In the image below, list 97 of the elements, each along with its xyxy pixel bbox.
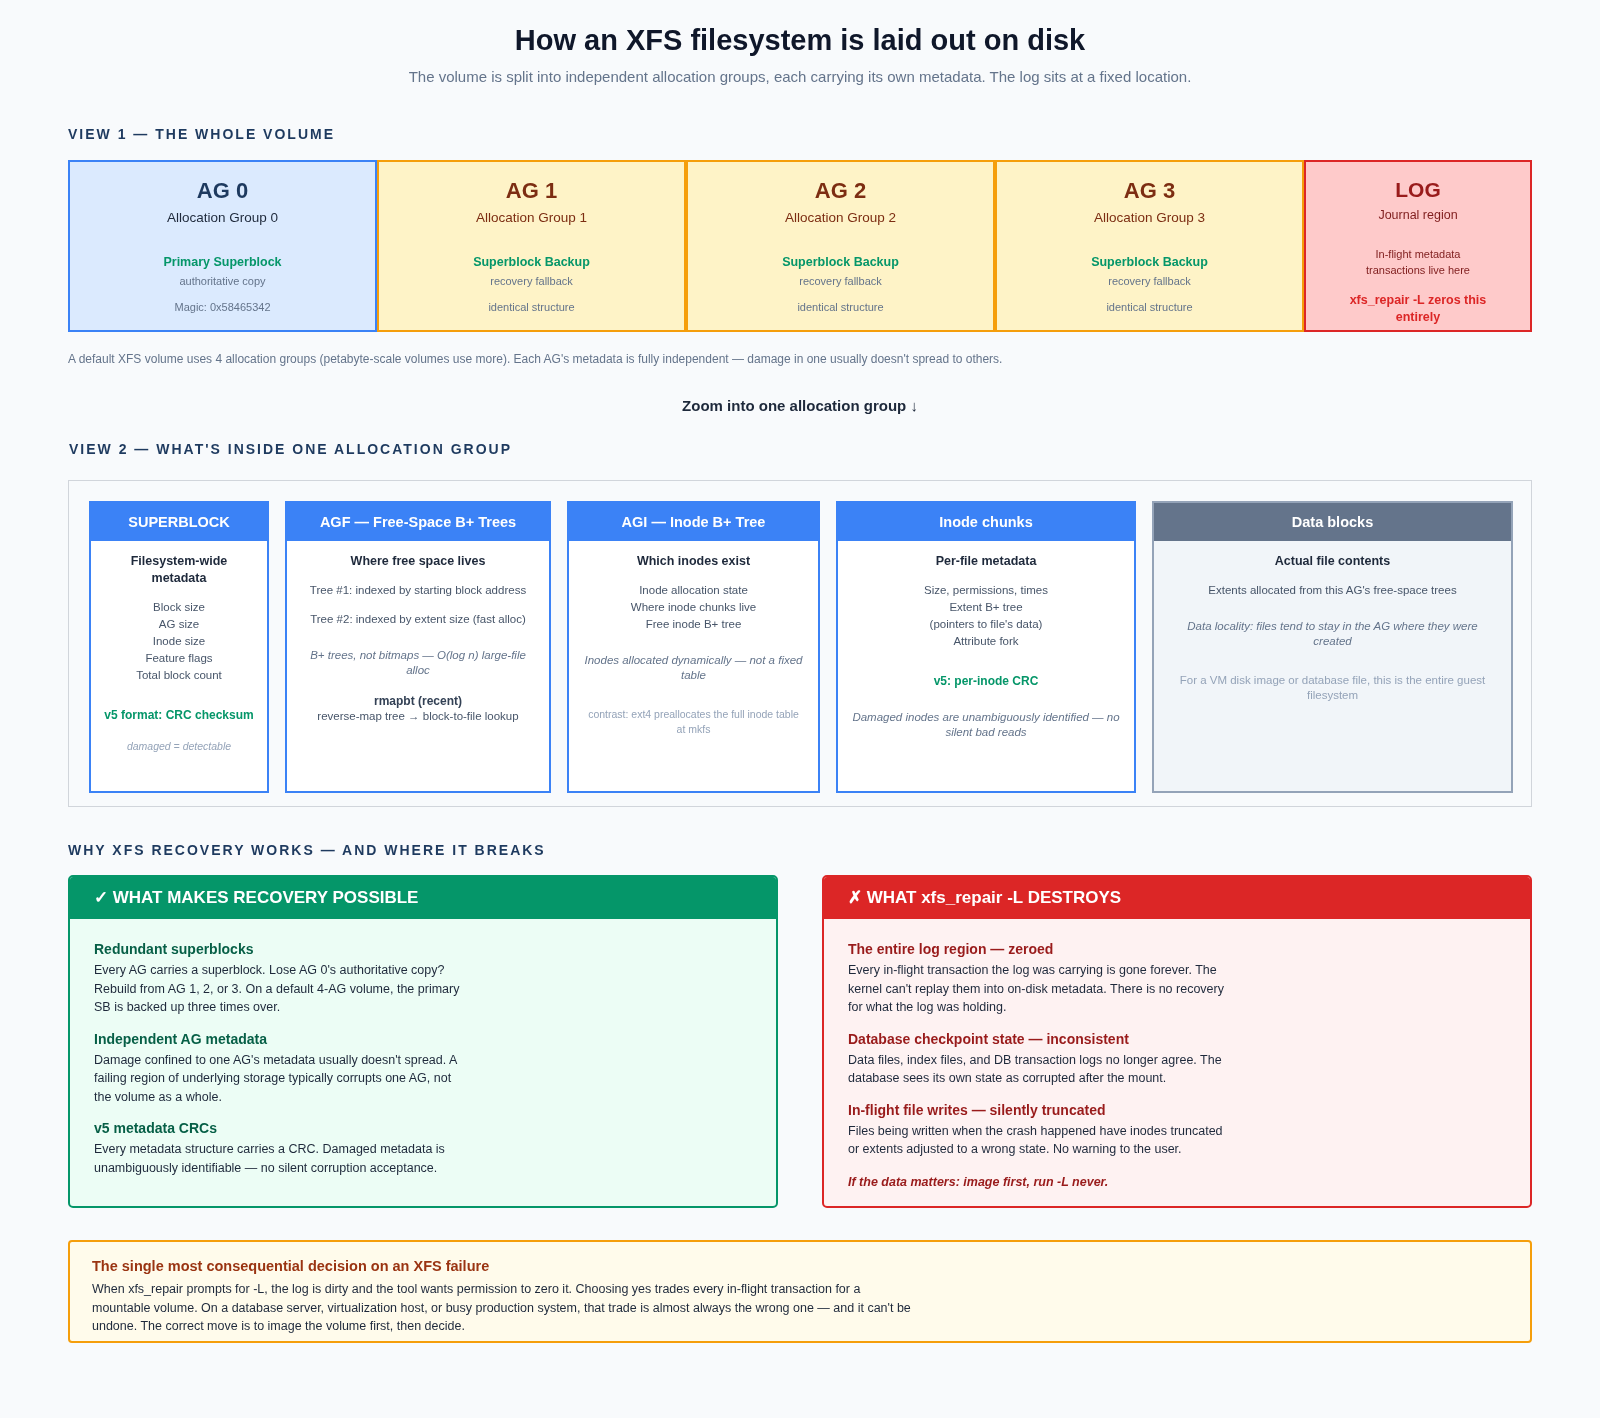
section-heading: VIEW 1 — THE WHOLE VOLUME bbox=[68, 126, 335, 142]
group-title: AG 2 bbox=[813, 178, 868, 204]
list-item: Feature flags bbox=[144, 651, 214, 666]
panel-header: ✓ WHAT MAKES RECOVERY POSSIBLE bbox=[70, 877, 776, 919]
info-panel bbox=[68, 875, 778, 1208]
card-subtitle: Per-file metadata bbox=[934, 553, 1038, 570]
group-title: AG 0 bbox=[195, 178, 250, 204]
list-item: AG size bbox=[157, 617, 201, 632]
item-heading: v5 metadata CRCs bbox=[94, 1120, 218, 1136]
list-item: reverse-map tree → block-to-file lookup bbox=[316, 709, 520, 724]
warning-text: If the data matters: image first, run -L never. bbox=[848, 1174, 1110, 1189]
note: recovery fallback bbox=[798, 275, 883, 287]
allocation-group-block bbox=[686, 160, 995, 332]
card-header: AGF — Free-Space B+ Trees bbox=[287, 503, 549, 541]
page-title: How an XFS filesystem is laid out on disk bbox=[513, 24, 1087, 57]
footnote: damaged = detectable bbox=[125, 740, 233, 752]
item-heading: Database checkpoint state — inconsistent bbox=[848, 1030, 1130, 1047]
card-subtitle: Where free space lives bbox=[349, 553, 487, 570]
allocation-group-block bbox=[995, 160, 1304, 332]
item-heading: rmapbt (recent) bbox=[373, 694, 463, 708]
card-header: Data blocks bbox=[1154, 503, 1511, 541]
group-subtitle: Allocation Group 2 bbox=[783, 210, 898, 225]
footnote: For a VM disk image or database file, this is the entire guest filesystem bbox=[1178, 673, 1487, 703]
list-item: Tree #2: indexed by extent size (fast alloc) bbox=[309, 612, 527, 627]
paragraph: Every AG carries a superblock. Lose AG 0's authoritative copy? Rebuild from AG 1, 2, or 3. On a default 4-AG volume, the primary SB is backed up three times over. bbox=[94, 962, 461, 1016]
card-subtitle: Which inodes exist bbox=[635, 553, 752, 570]
card-header: SUPERBLOCK bbox=[91, 503, 267, 541]
group-subtitle: Allocation Group 1 bbox=[474, 210, 589, 225]
list-item: Inode size bbox=[151, 634, 207, 649]
note: identical structure bbox=[1105, 301, 1194, 313]
group-subtitle: Allocation Group 0 bbox=[165, 210, 280, 225]
superblock-label: Superblock Backup bbox=[781, 255, 900, 269]
item-heading: In-flight file writes — silently truncated bbox=[848, 1101, 1107, 1118]
group-title: AG 3 bbox=[1122, 178, 1177, 204]
paragraph: Every in-flight transaction the log was carrying is gone forever. The kernel can't replay them into on-disk metadata. There is no recovery for what the log was holding. bbox=[848, 962, 1225, 1016]
structure-card bbox=[285, 501, 551, 793]
highlight-text: v5: per-inode CRC bbox=[932, 673, 1040, 690]
note: A default XFS volume uses 4 allocation groups (petabyte-scale volumes use more). Each AG's metadata is fully independent — damage in one usually doesn't spread to others. bbox=[68, 352, 1003, 366]
allocation-group-block bbox=[68, 160, 377, 332]
note: In-flight metadata transactions live here bbox=[1365, 247, 1471, 278]
callout-box bbox=[68, 1240, 1532, 1343]
list-item: Inode allocation state bbox=[638, 583, 749, 598]
callout-heading: The single most consequential decision on an XFS failure bbox=[92, 1258, 491, 1274]
italic-note: Data locality: files tend to stay in the AG where they were created bbox=[1186, 619, 1479, 649]
panel-header: ✗ WHAT xfs_repair -L DESTROYS bbox=[824, 877, 1530, 919]
list-item: Extent B+ tree bbox=[948, 600, 1024, 615]
list-item: Tree #1: indexed by starting block address bbox=[308, 583, 528, 598]
warning-text: xfs_repair -L zeros this entirely bbox=[1348, 292, 1488, 326]
paragraph: Data files, index files, and DB transaction logs no longer agree. The database sees its own state as corrupted after the mount. bbox=[848, 1051, 1223, 1087]
footnote: contrast: ext4 preallocates the full inode table at mkfs bbox=[587, 707, 800, 737]
structure-card bbox=[1152, 501, 1513, 793]
superblock-label: Superblock Backup bbox=[1090, 255, 1209, 269]
allocation-group-block bbox=[377, 160, 686, 332]
highlight-text: v5 format: CRC checksum bbox=[103, 707, 255, 724]
note: authoritative copy bbox=[178, 275, 267, 287]
section-heading: WHY XFS RECOVERY WORKS — AND WHERE IT BREAKS bbox=[68, 842, 546, 858]
list-item: Attribute fork bbox=[952, 634, 1020, 649]
paragraph: Every metadata structure carries a CRC. Damaged metadata is unambiguously identifiable — no silent corruption acceptance. bbox=[94, 1141, 446, 1177]
list-item: Where inode chunks live bbox=[629, 600, 758, 615]
item-heading: Redundant superblocks bbox=[94, 941, 255, 957]
group-title: LOG bbox=[1394, 178, 1442, 202]
subtitle: The volume is split into independent allocation groups, each carrying its own metadata. The log sits at a fixed location. bbox=[407, 68, 1193, 85]
structure-card bbox=[89, 501, 269, 793]
list-item: Size, permissions, times bbox=[923, 583, 1049, 598]
structure-card bbox=[836, 501, 1136, 793]
log-region-block bbox=[1304, 160, 1532, 332]
italic-note: Inodes allocated dynamically — not a fixed table bbox=[583, 653, 804, 683]
list-item: (pointers to file's data) bbox=[928, 617, 1044, 632]
card-subtitle: Actual file contents bbox=[1273, 553, 1392, 570]
list-item: Free inode B+ tree bbox=[644, 617, 743, 632]
list-item: Extents allocated from this AG's free-space trees bbox=[1207, 583, 1458, 598]
note: recovery fallback bbox=[489, 275, 574, 287]
warning-panel bbox=[822, 875, 1532, 1208]
list-item: Total block count bbox=[135, 668, 223, 683]
note: identical structure bbox=[796, 301, 885, 313]
paragraph: When xfs_repair prompts for -L, the log is dirty and the tool wants permission to zero it. Choosing yes trades every in-flight transaction for a mountable volume. On a database server, virtualization host, or busy production system, that trade is almost always the wrong one — and it can't be undone. The correct move is to image the volume first, then decide. bbox=[92, 1281, 912, 1335]
note: recovery fallback bbox=[1107, 275, 1192, 287]
list-item: Block size bbox=[152, 600, 206, 615]
card-header: Inode chunks bbox=[838, 503, 1134, 541]
paragraph: Damage confined to one AG's metadata usually doesn't spread. A failing region of underlying storage typically corrupts one AG, not the volume as a whole. bbox=[94, 1051, 458, 1106]
item-heading: The entire log region — zeroed bbox=[848, 941, 1055, 957]
card-subtitle: Filesystem-wide metadata bbox=[129, 553, 229, 587]
italic-note: Damaged inodes are unambiguously identified — no silent bad reads bbox=[852, 710, 1120, 740]
italic-note: B+ trees, not bitmaps — O(log n) large-file alloc bbox=[309, 648, 527, 678]
card-header: AGI — Inode B+ Tree bbox=[569, 503, 818, 541]
item-heading: Independent AG metadata bbox=[94, 1030, 268, 1047]
group-title: AG 1 bbox=[504, 178, 559, 204]
superblock-label: Superblock Backup bbox=[472, 255, 591, 269]
group-subtitle: Journal region bbox=[1377, 208, 1459, 222]
group-subtitle: Allocation Group 3 bbox=[1092, 210, 1207, 225]
note: identical structure bbox=[487, 301, 576, 313]
zoom-hint: Zoom into one allocation group ↓ bbox=[681, 397, 919, 414]
paragraph: Files being written when the crash happened have inodes truncated or extents adjusted to a wrong state. No warning to the user. bbox=[848, 1122, 1224, 1158]
superblock-label: Primary Superblock bbox=[162, 255, 283, 269]
note: Magic: 0x58465342 bbox=[173, 301, 272, 313]
structure-card bbox=[567, 501, 820, 793]
section-heading: VIEW 2 — WHAT'S INSIDE ONE ALLOCATION GROUP bbox=[69, 441, 512, 457]
